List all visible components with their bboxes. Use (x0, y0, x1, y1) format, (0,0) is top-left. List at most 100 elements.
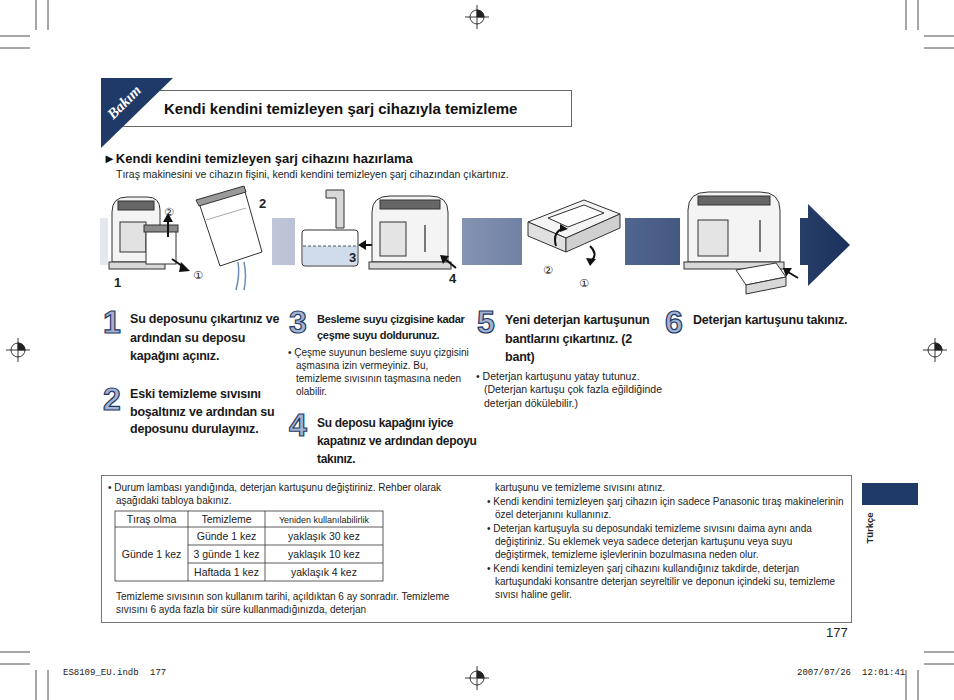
illustration-empty-tank-part (244, 262, 246, 290)
print-footer: ES8109_EU.indb (63, 668, 139, 679)
illustration-fill-tank-part (440, 255, 449, 264)
illustration-fill-tank-part (303, 246, 357, 247)
crop-marks-part (0, 36, 30, 37)
illustration-empty-tank-part (144, 225, 178, 232)
illustration-fill-tank-part (424, 225, 426, 252)
callout-number: 1 (114, 275, 121, 290)
callout-number: 4 (449, 271, 456, 286)
table-grid-part (265, 511, 266, 581)
crop-marks-part (918, 670, 919, 700)
note-text: • Durum lambası yandığında, deterjan kar… (108, 481, 480, 507)
illustration-fill-tank-part (326, 190, 344, 228)
language-tab-part (862, 483, 918, 505)
step-note: • Çeşme suyunun besleme suyu çizgisini a… (288, 346, 474, 398)
registration-mark-part (477, 671, 484, 678)
table-cell: Günde 1 kez (188, 529, 265, 543)
section-title: Kendi kendini temizleyen şarj cihazıyla … (164, 100, 517, 118)
illustration-insert-cartridge-part (698, 196, 770, 205)
step-number: 3 (289, 305, 307, 339)
illustration-insert-cartridge-part (688, 192, 780, 262)
illustration-empty-tank-part (167, 220, 169, 237)
illustration-fill-tank-part (302, 230, 358, 266)
language-label: Türkçe (863, 504, 877, 552)
note-text: kartuşunu ve temizleme sıvısını atınız. (495, 481, 850, 494)
print-footer: 177 (150, 668, 166, 679)
crop-marks-part (918, 0, 919, 30)
table-grid (115, 511, 383, 581)
table-cell: Temizleme (188, 512, 265, 526)
illustration-empty-tank-part (118, 201, 154, 210)
crop-marks-part (36, 670, 37, 700)
illustration-fill-tank-part (303, 246, 357, 265)
crop-marks-part (0, 652, 30, 653)
crop-marks-part (924, 48, 954, 49)
table-grid-part (115, 527, 383, 528)
step-number: 2 (103, 382, 121, 416)
illustration-empty-tank-part (206, 208, 246, 220)
table-cell: yaklaşık 30 kez (265, 529, 383, 543)
illustration-insert-cartridge-part (783, 268, 792, 277)
illustration-insert-cartridge-part (759, 220, 761, 252)
illustration-fill-tank-part (369, 262, 451, 269)
crop-marks-part (906, 670, 907, 700)
callout-number: 3 (349, 250, 356, 265)
step-number: 6 (665, 305, 683, 339)
crop-marks-part (924, 652, 954, 653)
illustration-insert-cartridge-part (788, 272, 798, 278)
crop-marks-part (924, 36, 954, 37)
step-note: • Deterjan kartuşunu yatay tutunuz. (Det… (476, 370, 662, 411)
print-footer: 12:01:41 (862, 668, 905, 679)
illustration-fill-tank-part (372, 196, 448, 262)
title-box: Kendi kendini temizleyen şarj cihazıyla … (101, 90, 572, 127)
crop-marks-part (36, 0, 37, 30)
table-cell: Tıraş olma (115, 512, 188, 526)
crop-marks-part (924, 664, 954, 665)
intro-text: Tıraş makinesini ve cihazın fişini, kend… (116, 168, 509, 181)
illustration-empty-tank (109, 186, 262, 290)
callout-number: 2 (259, 196, 266, 211)
print-footer: 2007/07/26 (797, 668, 851, 679)
note-text: • Kendi kendini temizleyen şarj cihazın … (487, 495, 849, 521)
table-grid-part (188, 511, 189, 581)
callout-number: ① (193, 269, 203, 282)
step-text: Eski temizleme sıvısını boşaltınız ve ar… (130, 386, 286, 439)
registration-mark-part (935, 343, 942, 350)
illustration-backing-part (522, 200, 625, 280)
illustration-empty-tank-part (196, 186, 246, 206)
illustration-empty-tank-part (236, 262, 239, 290)
registration-mark (6, 5, 947, 690)
step-text: Yeni deterjan kartuşunun bantlarını çıka… (505, 311, 660, 367)
step-number: 4 (289, 408, 307, 442)
section-tab: Bakım (101, 78, 173, 148)
illustration-empty-tank-part (120, 222, 146, 252)
crop-marks-part (48, 670, 49, 700)
table-cell: yaklaşık 10 kez (265, 547, 383, 561)
crop-marks-part (0, 664, 30, 665)
callout-number: ① (579, 277, 589, 290)
step-text: Su deposu kapağını iyice kapatınız ve ar… (317, 414, 477, 468)
illustration-empty-tank-part (179, 262, 190, 272)
illustration-fill-tank (302, 190, 456, 269)
table-cell: yaklaşık 4 kez (265, 565, 383, 579)
subheading: ►Kendi kendini temizleyen şarj cihazını … (103, 151, 413, 167)
table-grid-part (188, 563, 383, 564)
step-number: 1 (103, 305, 121, 339)
table-cell: Günde 1 kez (115, 547, 188, 561)
table-cell: Yeniden kullanılabilirlik (265, 513, 383, 527)
illustration-fill-tank-part (380, 200, 440, 209)
crop-marks-part (906, 0, 907, 30)
step-text: Besleme suyu çizgisine kadar çeşme suyu … (317, 311, 477, 343)
illustration-cartridge-part (560, 224, 568, 232)
note-text: • Kendi kendini temizleyen şarj cihazını… (487, 562, 849, 601)
illustration-empty-tank-part (146, 231, 176, 264)
illustration-cartridge-part (548, 205, 604, 227)
table-cell: 3 günde 1 kez (188, 547, 265, 561)
table-cell: Haftada 1 kez (188, 565, 265, 579)
note-text: Temizleme sıvısının son kullanım tarihi,… (116, 590, 478, 616)
crop-marks-part (48, 0, 49, 30)
step-number: 5 (477, 305, 495, 339)
illustration-cartridge-part (586, 258, 596, 266)
registration-mark-part (18, 343, 25, 350)
illustration-insert-cartridge-part (746, 277, 786, 294)
